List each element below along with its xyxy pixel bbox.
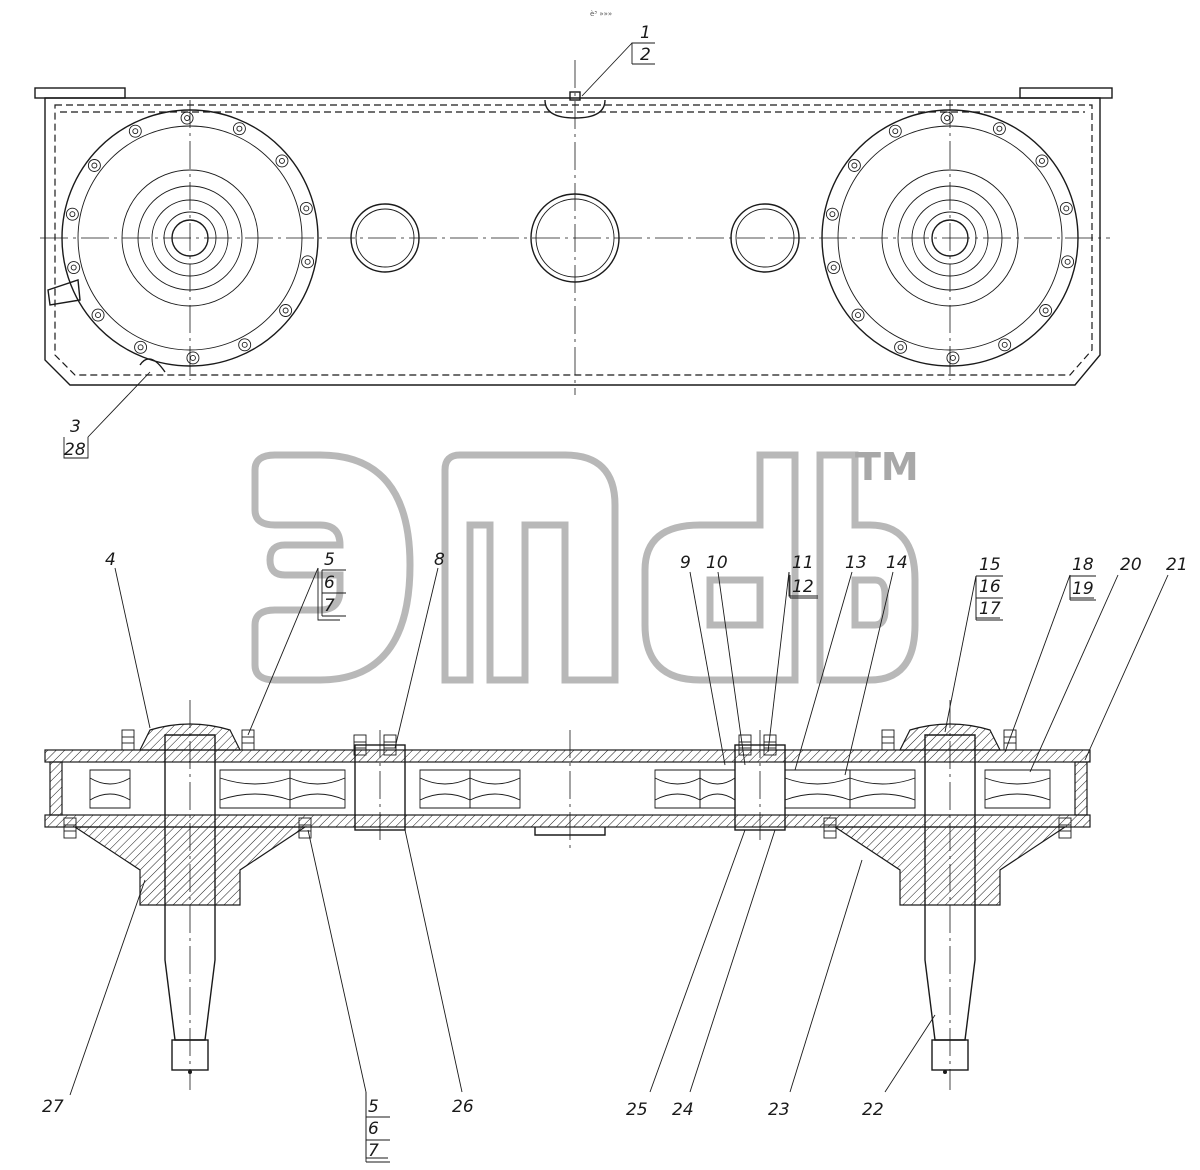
callout-23: 23 — [768, 1100, 790, 1120]
gear-icon — [469, 769, 521, 809]
leader-lines — [63, 42, 1169, 1159]
gear-icon — [984, 769, 1051, 809]
callout-frames — [321, 569, 1096, 1163]
callout-27: 27 — [42, 1097, 64, 1117]
bolt-icon — [1061, 255, 1075, 269]
callout-3: 3 — [70, 417, 81, 437]
bolt-icon — [847, 159, 861, 172]
callout-11: 11 — [792, 553, 814, 573]
bolt-icon — [827, 261, 841, 274]
gear-icon — [419, 769, 471, 809]
gear-icon — [654, 769, 701, 809]
callout-1: 1 — [640, 23, 651, 43]
callout-28: 28 — [64, 440, 86, 460]
bolt-icon — [881, 729, 895, 751]
bolt-icon — [946, 351, 960, 365]
bolt-icon — [180, 111, 194, 125]
bolt-icon — [940, 111, 954, 125]
bolt-icon — [1059, 202, 1073, 215]
callout-5-bottom: 5 — [368, 1097, 379, 1117]
callout-6-top: 6 — [324, 573, 335, 593]
bolt-icon — [301, 255, 315, 269]
bolt-icon — [63, 817, 77, 839]
bolt-icon — [91, 308, 105, 322]
bolt-icon — [279, 304, 293, 317]
bolt-icon — [241, 729, 255, 751]
bolt-icon — [238, 338, 252, 352]
callout-25: 25 — [626, 1100, 648, 1120]
callout-labels: 1 2 3 28 4 5 6 7 8 9 10 11 12 13 14 15 1… — [42, 23, 1188, 1161]
callout-7-bottom: 7 — [368, 1141, 379, 1161]
bolt-icon — [275, 154, 289, 168]
bolt-icon — [894, 340, 908, 354]
watermark-logo: TM — [251, 445, 919, 684]
callout-17: 17 — [979, 599, 1001, 619]
callout-24: 24 — [672, 1100, 694, 1120]
callout-7-top: 7 — [324, 596, 335, 616]
callout-18: 18 — [1072, 555, 1094, 575]
bolt-icon — [1035, 154, 1049, 168]
bolt-icon — [299, 202, 313, 215]
callout-14: 14 — [886, 553, 908, 573]
bolt-icon — [851, 308, 865, 322]
callout-15: 15 — [979, 555, 1001, 575]
bolt-icon — [888, 124, 902, 138]
bolt-icon — [65, 207, 79, 221]
callout-2: 2 — [640, 45, 651, 65]
gear-icon — [219, 769, 291, 809]
bolt-icon — [134, 340, 148, 354]
gear-icon — [289, 769, 346, 809]
callout-19: 19 — [1072, 579, 1094, 599]
bolt-icon — [353, 734, 367, 756]
gear-icon — [699, 769, 736, 809]
bolt-icon — [67, 261, 81, 274]
gear-icon — [784, 769, 851, 809]
watermark-tm: TM — [855, 445, 919, 489]
bolt-icon — [186, 351, 200, 365]
callout-6-bottom: 6 — [368, 1119, 379, 1139]
top-view — [34, 60, 1113, 395]
callout-5-top: 5 — [324, 550, 335, 570]
gear-icon — [849, 769, 916, 809]
callout-8: 8 — [434, 550, 445, 570]
callout-10: 10 — [706, 553, 728, 573]
bolt-icon — [738, 734, 752, 756]
callout-20: 20 — [1120, 555, 1142, 575]
callout-21: 21 — [1166, 555, 1188, 575]
bolt-icon — [992, 122, 1006, 136]
header-mark: è³ »»» — [590, 10, 612, 18]
callout-12: 12 — [792, 577, 814, 597]
bolt-icon — [825, 207, 839, 221]
bolt-icon — [998, 338, 1012, 352]
callout-4: 4 — [105, 550, 116, 570]
bolt-icon — [128, 124, 142, 138]
bolt-icon — [87, 159, 101, 172]
bolt-icon — [232, 122, 246, 136]
bolt-icon — [298, 817, 312, 839]
gear-icon — [89, 769, 131, 809]
bolt-icon — [823, 817, 837, 839]
callout-26: 26 — [452, 1097, 474, 1117]
callout-16: 16 — [979, 577, 1001, 597]
bolt-icon — [1003, 729, 1017, 751]
callout-22: 22 — [862, 1100, 884, 1120]
bolt-icon — [1058, 817, 1072, 839]
callout-9: 9 — [680, 553, 691, 573]
section-view — [44, 700, 1091, 1090]
bolt-icon — [121, 729, 135, 751]
callout-13: 13 — [845, 553, 867, 573]
bolt-icon — [1039, 304, 1053, 317]
